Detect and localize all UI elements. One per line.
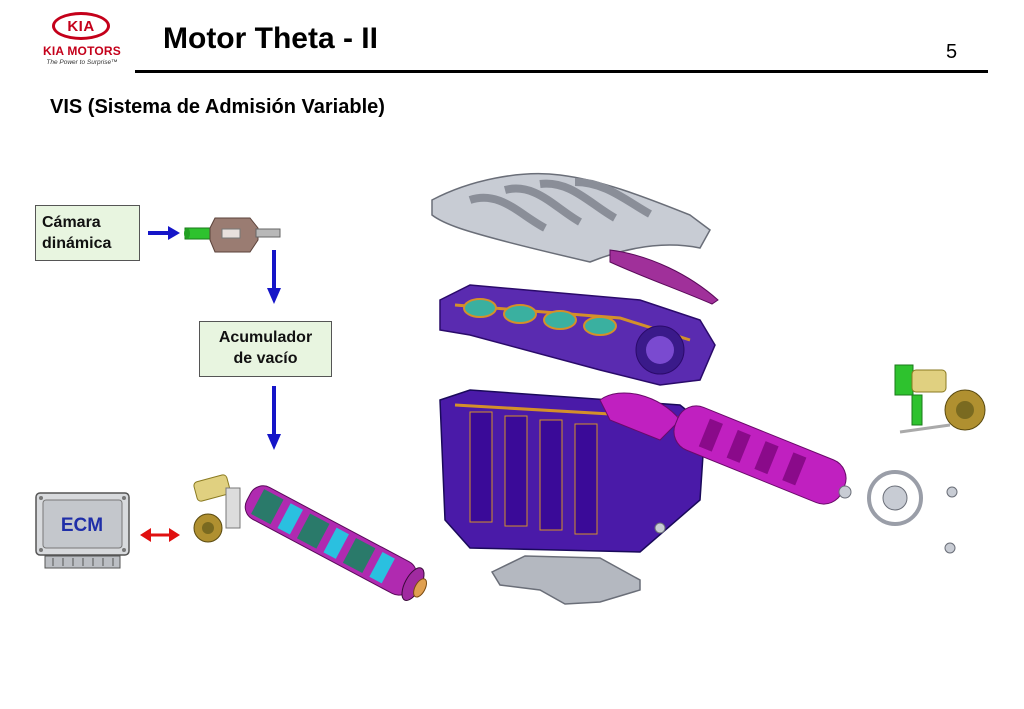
ecm-unit-icon: ECM	[35, 492, 130, 569]
arrow-camara-to-valve	[148, 226, 180, 240]
camara-dinamica-box: Cámara dinámica	[35, 205, 140, 261]
kia-tagline: The Power to Surprise™	[46, 59, 118, 66]
ecm-label: ECM	[61, 515, 103, 536]
middle-intake-manifold-icon	[439, 284, 716, 386]
acumulador-line1: Acumulador	[218, 329, 313, 346]
kia-logo: KIA KIA MOTORS The Power to Surprise™	[34, 10, 130, 70]
kia-oval-logo: KIA	[52, 12, 110, 40]
header-rule	[135, 70, 988, 73]
upper-intake-manifold-icon	[431, 172, 719, 305]
vis-actuator-shaft-icon	[193, 474, 428, 601]
arrow-valve-to-acumulador	[267, 250, 281, 304]
right-actuator-assembly-icon	[654, 364, 986, 554]
page-number: 5	[946, 41, 958, 63]
slide-subtitle: VIS (Sistema de Admisión Variable)	[50, 96, 385, 118]
camara-line2: dinámica	[42, 235, 112, 252]
arrow-acumulador-to-actuator	[267, 386, 281, 450]
slide-title: Motor Theta - II	[163, 22, 378, 55]
acumulador-vacio-box: Acumulador de vacío	[199, 321, 332, 377]
kia-motors-wordmark: KIA MOTORS	[42, 44, 121, 58]
lower-intake-manifold-icon	[439, 389, 847, 553]
camara-line1: Cámara	[42, 214, 101, 231]
arrow-ecm-actuator-double	[140, 528, 180, 542]
acumulador-line2: de vacío	[233, 350, 298, 367]
gasket-plate-icon	[490, 555, 641, 605]
vacuum-valve-icon	[184, 217, 281, 253]
